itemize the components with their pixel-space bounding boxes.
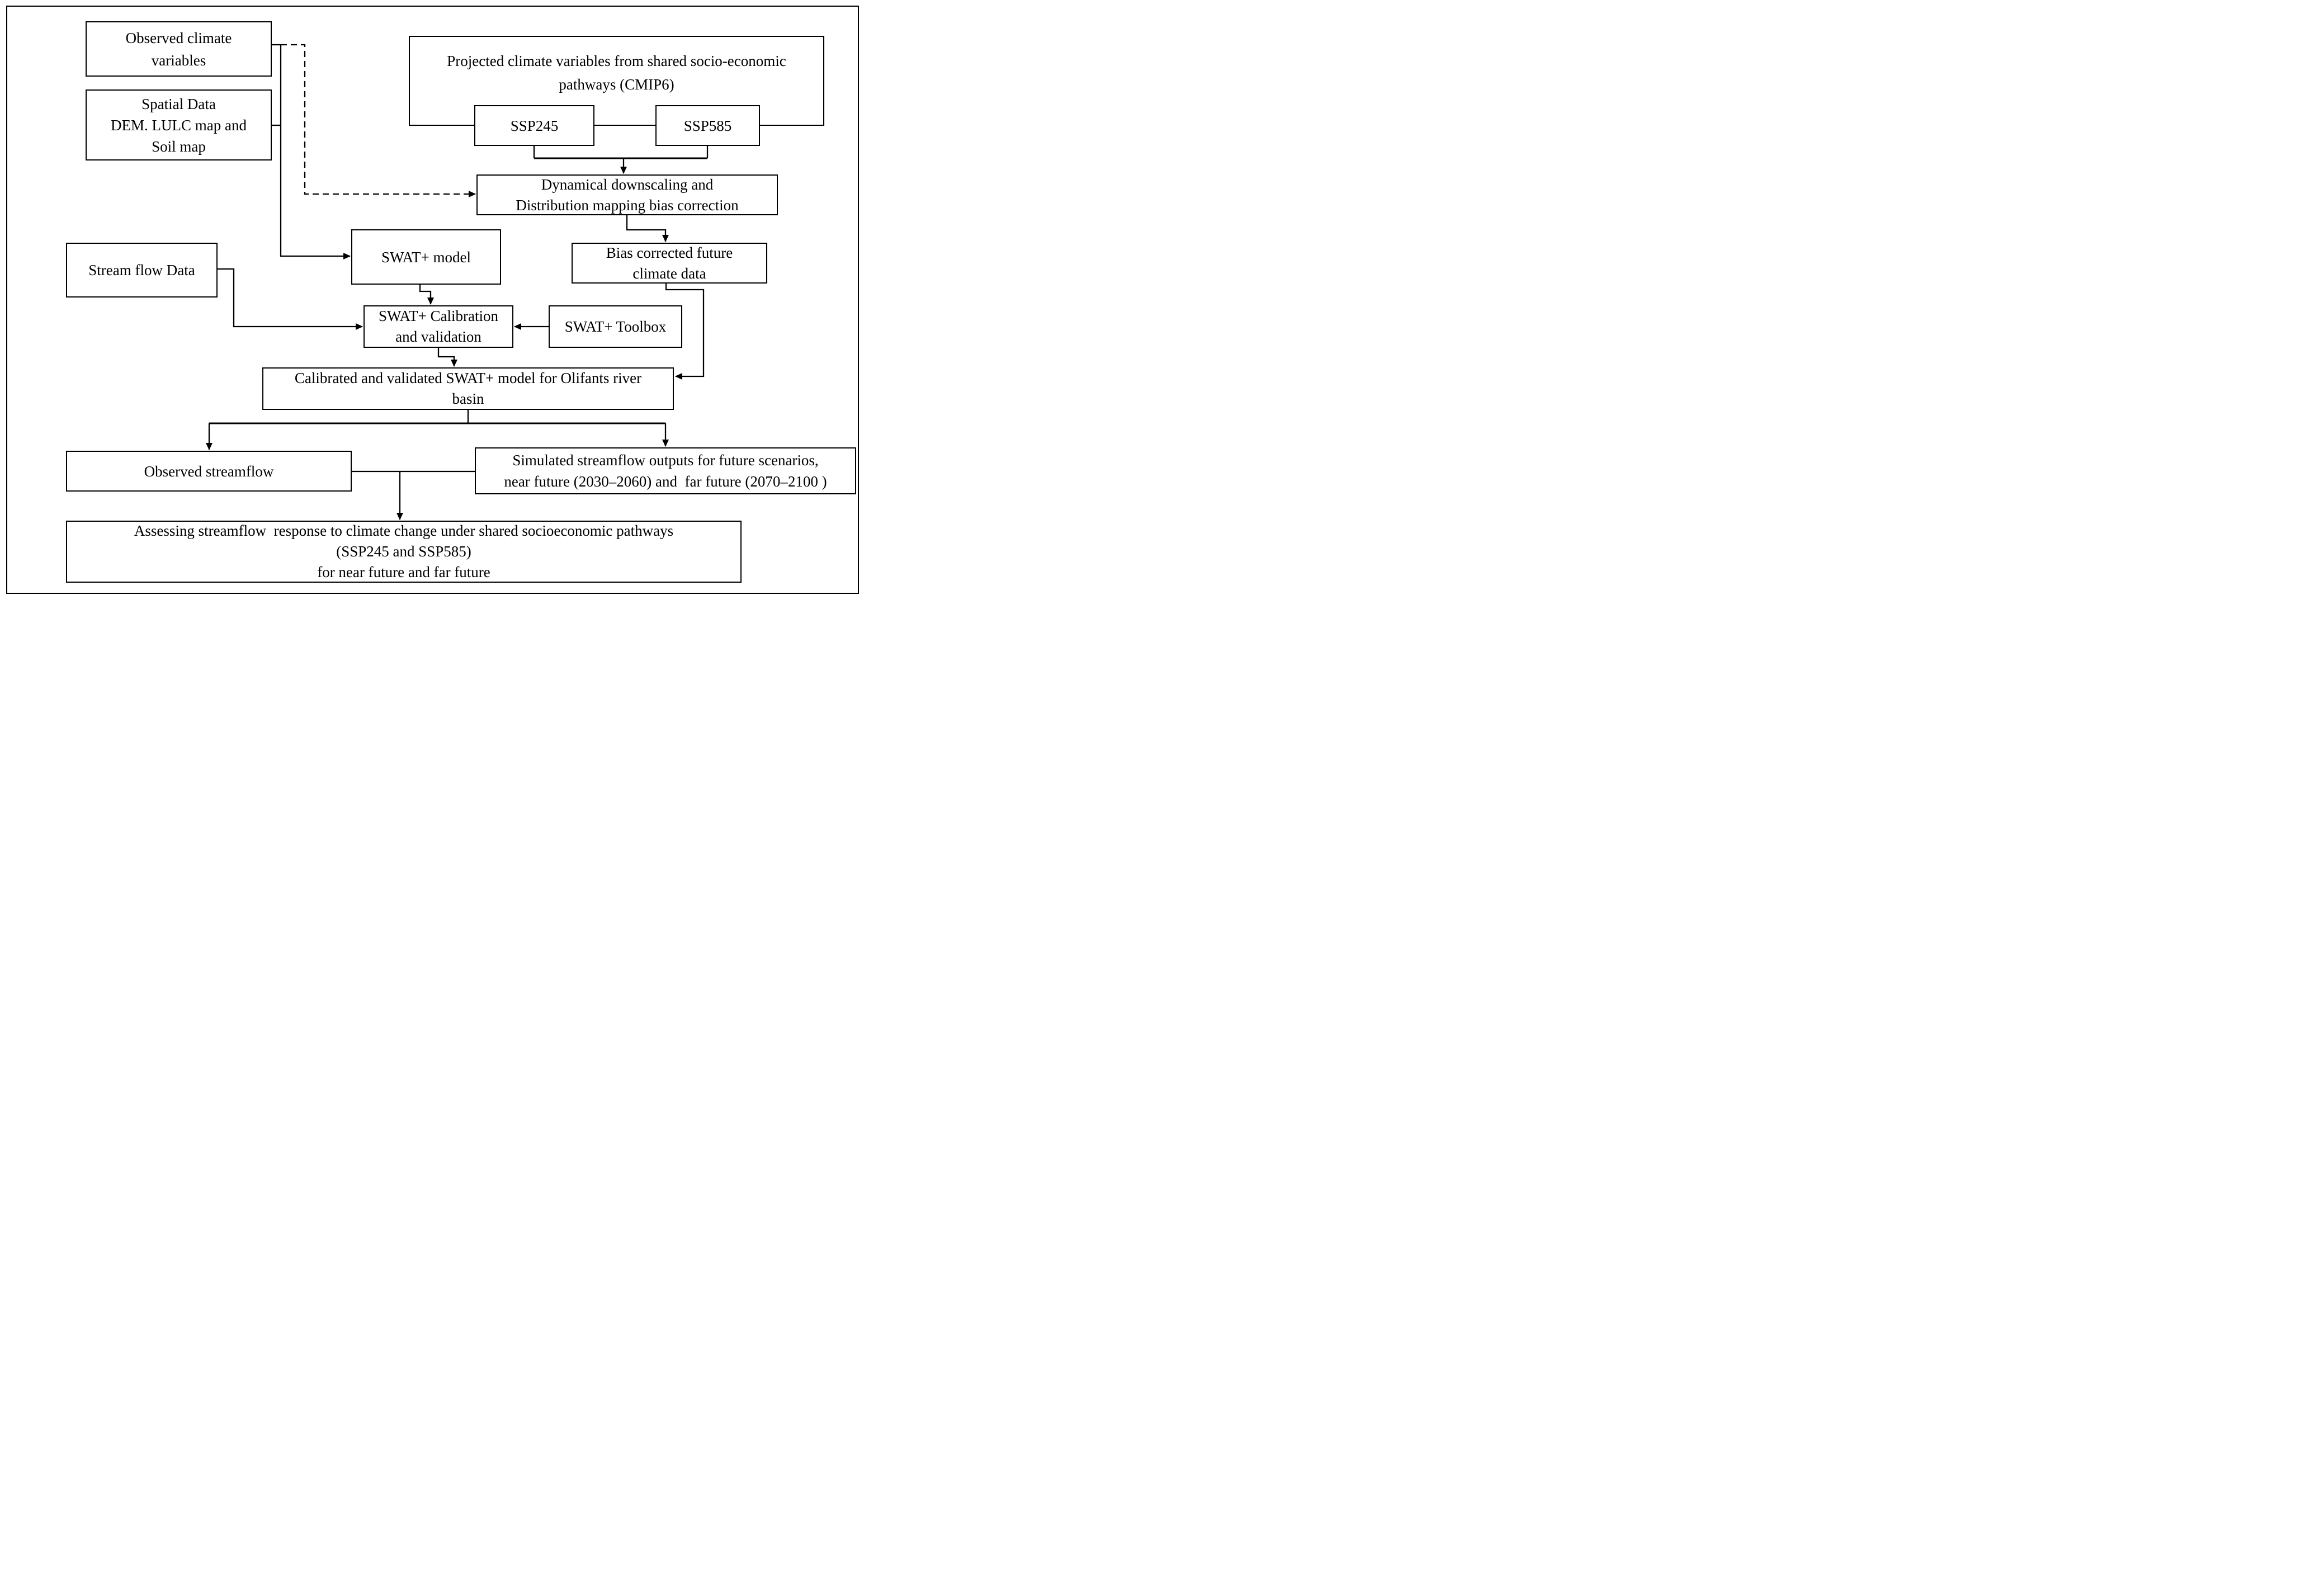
node-calibrated-model: Calibrated and validated SWAT+ model for… (262, 367, 674, 410)
node-calibration: SWAT+ Calibration and validation (364, 305, 513, 348)
arrow-observed-to-downscaling-dashed (281, 44, 476, 197)
node-assessing: Assessing streamflow response to climate… (66, 521, 742, 583)
arrow-calibration-to-calibrated (437, 348, 457, 367)
node-toolbox: SWAT+ Toolbox (549, 305, 682, 348)
node-simulated-outputs: Simulated streamflow outputs for future … (475, 447, 856, 494)
node-ssp245: SSP245 (474, 105, 594, 146)
connector-layer (206, 44, 709, 520)
flowchart-canvas: Observed climate variables Spatial Data … (0, 0, 864, 599)
node-downscaling: Dynamical downscaling and Distribution m… (476, 174, 778, 215)
arrow-streamflow-to-calibration (218, 268, 363, 330)
arrow-trunk-to-swat-model (280, 44, 351, 259)
figure-border (6, 6, 859, 594)
node-swat-model: SWAT+ model (351, 229, 501, 285)
arrow-bias-to-calibrated (665, 284, 705, 380)
node-spatial-data: Spatial Data DEM. LULC map and Soil map (86, 89, 272, 160)
node-observed-streamflow: Observed streamflow (66, 451, 352, 492)
node-bias-corrected: Bias corrected future climate data (572, 243, 767, 284)
node-observed-climate: Observed climate variables (86, 21, 272, 77)
node-streamflow-data: Stream flow Data (66, 243, 218, 298)
arrow-model-to-calibration (419, 285, 434, 305)
node-ssp585: SSP585 (655, 105, 760, 146)
node-projected-climate: Projected climate variables from shared … (409, 36, 824, 126)
arrow-downscaling-to-bias (626, 215, 669, 242)
